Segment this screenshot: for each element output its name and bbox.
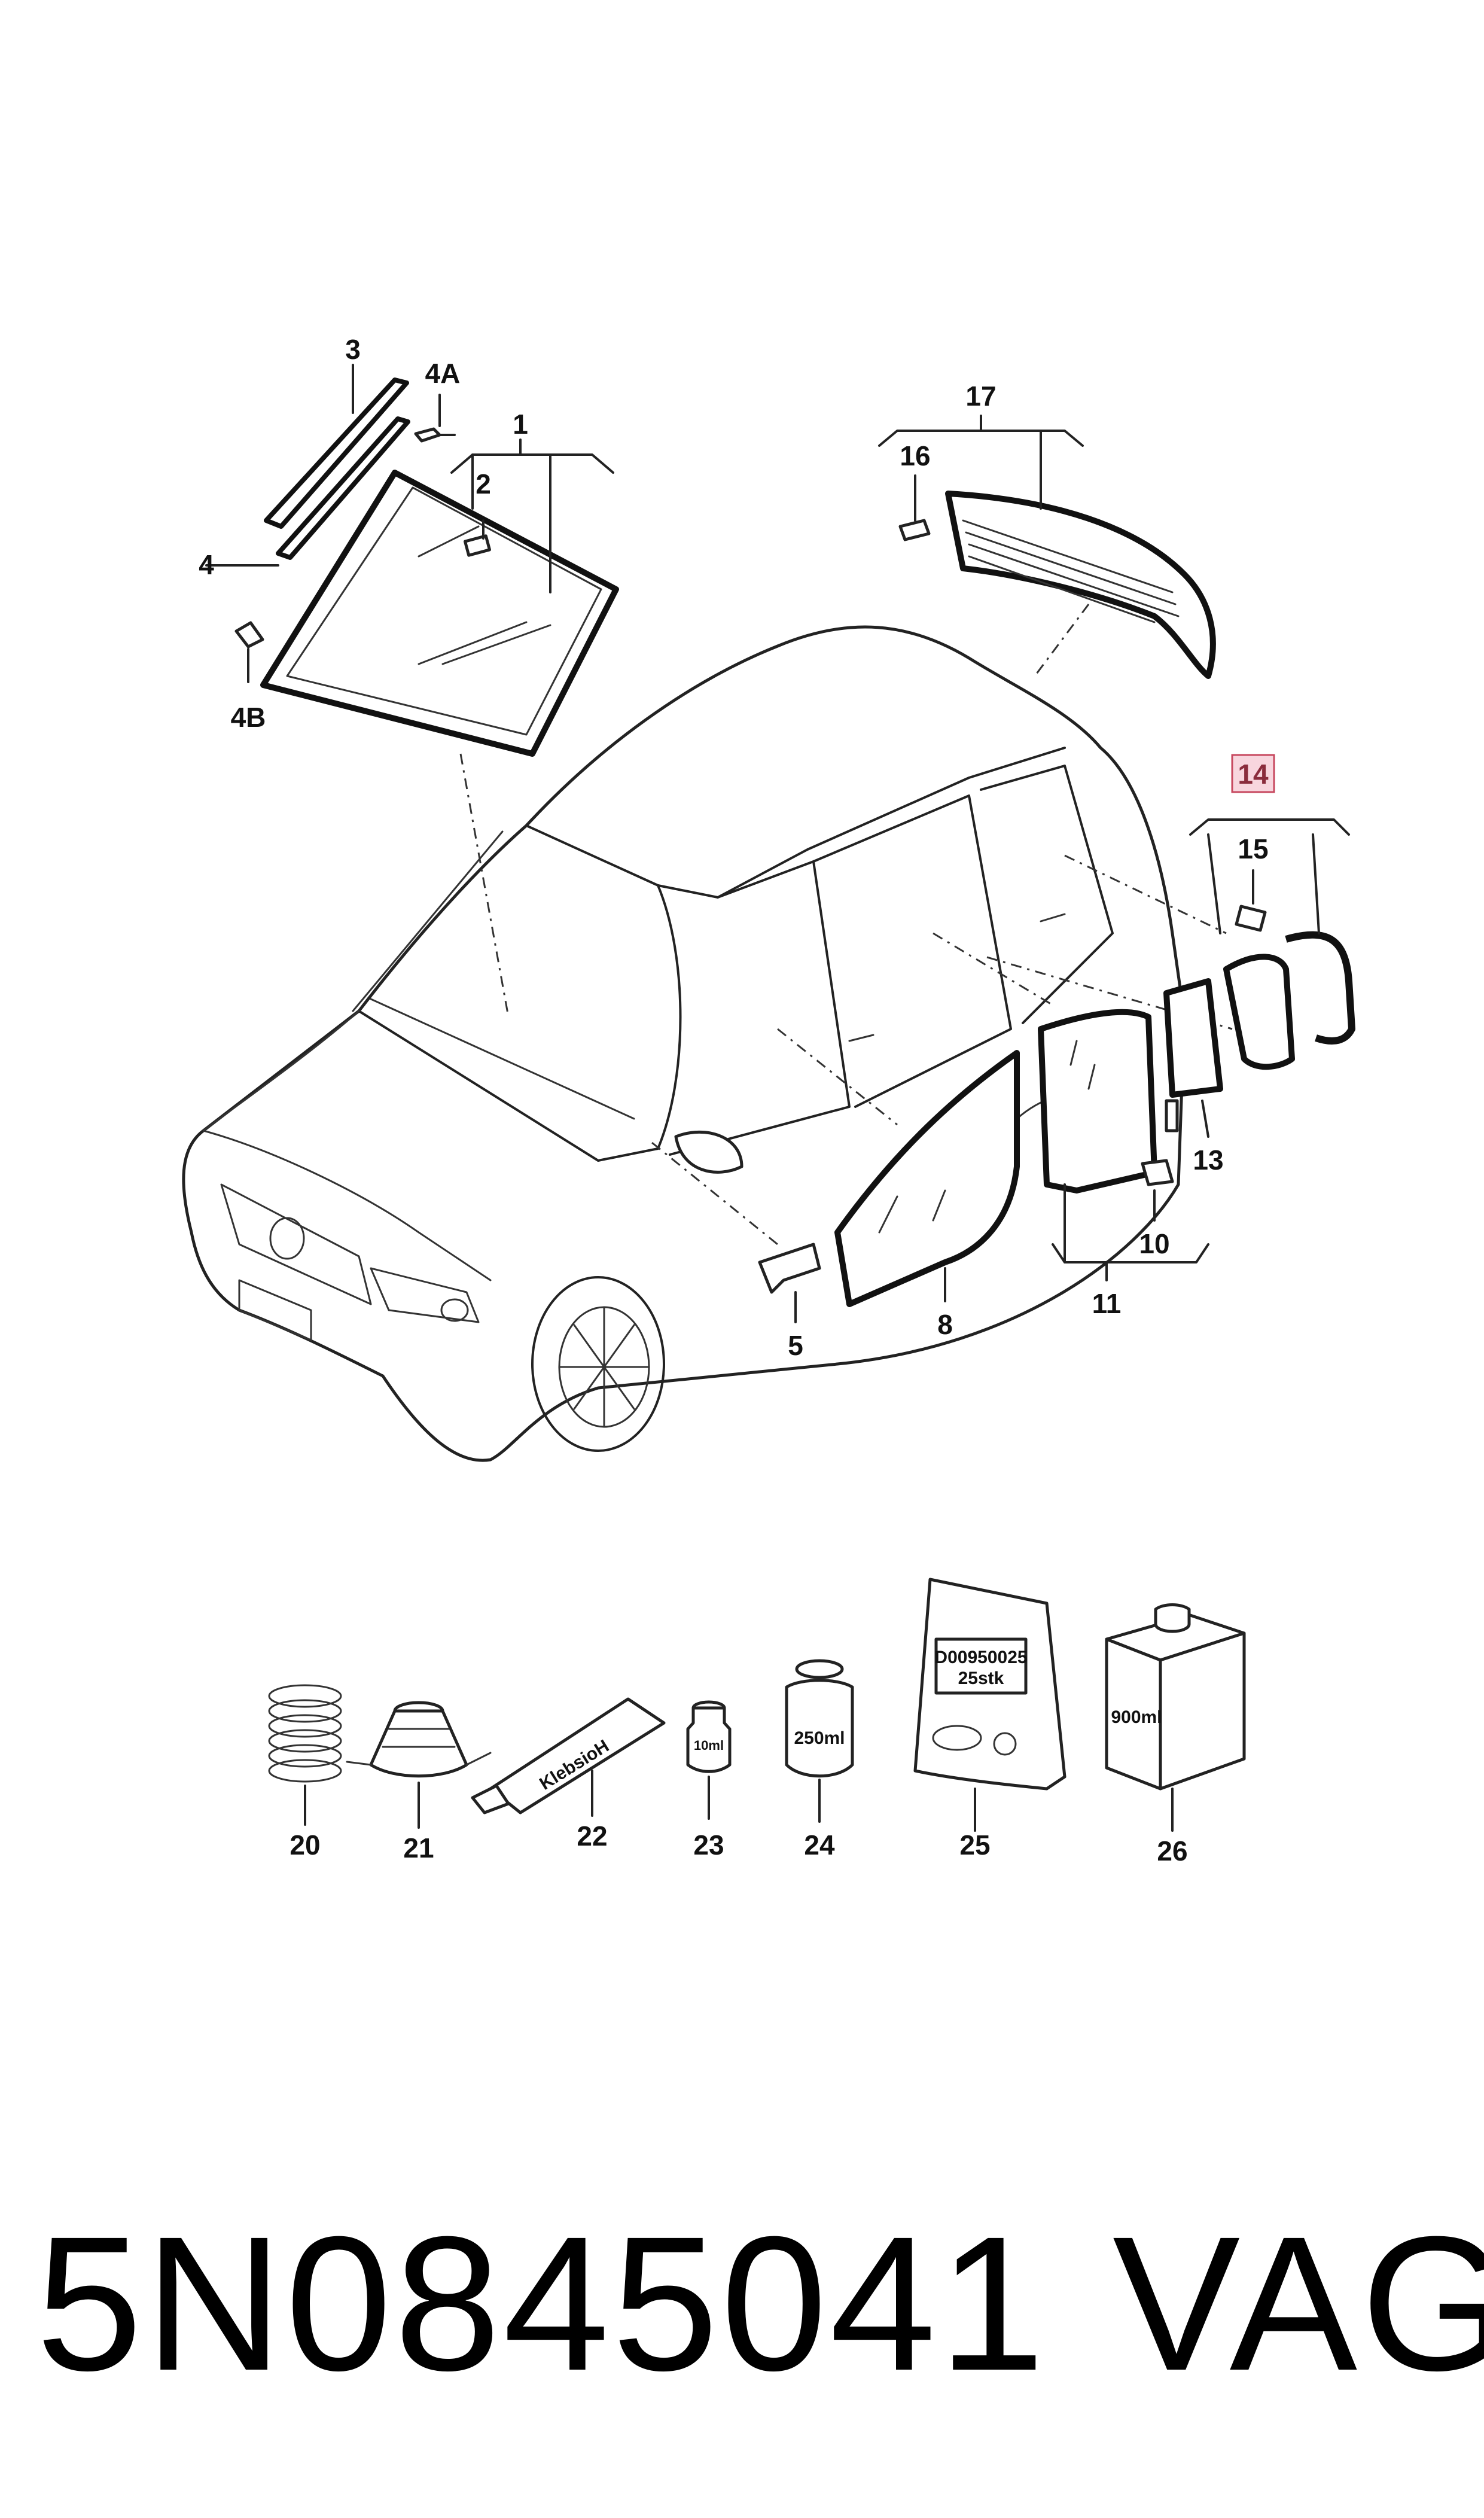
canister-label: 900ml bbox=[1111, 1707, 1162, 1727]
window-guide-5 bbox=[758, 1243, 821, 1294]
callout-20: 20 bbox=[290, 1829, 320, 1861]
sensor-pad-2 bbox=[464, 534, 491, 557]
callout-24: 24 bbox=[804, 1829, 835, 1861]
bottle-250ml-24: 250ml bbox=[785, 1659, 854, 1823]
callout-25: 25 bbox=[959, 1829, 990, 1861]
seal-clip bbox=[1165, 1099, 1179, 1132]
trim-strip-3 bbox=[264, 377, 409, 529]
mirror-icon bbox=[674, 1130, 743, 1174]
brand-text: VAG bbox=[1113, 2196, 1484, 2410]
clip-15 bbox=[1235, 905, 1267, 932]
callout-4b: 4B bbox=[231, 702, 266, 733]
callout-16: 16 bbox=[900, 440, 930, 471]
bag-qty-label: 25stk bbox=[958, 1668, 1004, 1688]
adhesive-tube-22: KlebsioH bbox=[471, 1697, 666, 1817]
quarter-glass bbox=[1163, 978, 1223, 1098]
part-16-clip bbox=[898, 519, 931, 541]
rear-quarter-seal bbox=[1285, 931, 1355, 1045]
callout-8: 8 bbox=[937, 1309, 953, 1340]
callout-14: 14 bbox=[1238, 759, 1269, 790]
front-wheel bbox=[531, 1276, 665, 1452]
windscreen-group: 3 4A 1 2 4 4B bbox=[199, 334, 619, 757]
parts-bag-25: D00950025 25stk bbox=[913, 1578, 1066, 1832]
wire-coil-20 bbox=[268, 1684, 342, 1826]
bottle-250ml-label: 250ml bbox=[794, 1728, 845, 1748]
bag-code-label: D00950025 bbox=[934, 1648, 1027, 1667]
callout-2: 2 bbox=[476, 468, 491, 500]
callout-23: 23 bbox=[693, 1829, 724, 1861]
callout-15: 15 bbox=[1238, 833, 1268, 864]
callout-10: 10 bbox=[1139, 1228, 1169, 1259]
clip-4a bbox=[414, 427, 441, 443]
callout-21: 21 bbox=[403, 1832, 434, 1864]
callout-5: 5 bbox=[788, 1330, 803, 1361]
cord-spool-21 bbox=[346, 1701, 492, 1829]
bottle-10ml-label: 10ml bbox=[694, 1738, 724, 1753]
small-bottle-23: 10ml bbox=[686, 1700, 732, 1820]
rear-window-group: 17 16 bbox=[878, 380, 1216, 679]
callout-3: 3 bbox=[345, 334, 361, 365]
callout-22: 22 bbox=[577, 1820, 607, 1852]
rear-quarter-glass bbox=[1223, 954, 1295, 1070]
callout-13: 13 bbox=[1193, 1144, 1223, 1176]
trim-strip-4 bbox=[276, 416, 410, 560]
callout-1: 1 bbox=[513, 409, 528, 440]
part-number-text: 5N0845041 bbox=[36, 2196, 1047, 2410]
callout-4: 4 bbox=[199, 549, 214, 580]
door-glass-group: 14 15 13 10 11 8 5 bbox=[758, 754, 1355, 1361]
callout-4a: 4A bbox=[425, 358, 461, 389]
callout-11: 11 bbox=[1092, 1288, 1122, 1319]
front-door-glass bbox=[834, 1050, 1020, 1307]
part-4b bbox=[234, 621, 264, 648]
accessories-row: KlebsioH 10ml 250ml D00950025 25stk bbox=[268, 1578, 1246, 1867]
callout-14-highlight bbox=[1231, 754, 1275, 793]
windscreen-glass bbox=[260, 470, 619, 757]
callout-17: 17 bbox=[965, 380, 996, 412]
callout-26: 26 bbox=[1157, 1835, 1187, 1867]
vehicle-outline bbox=[182, 625, 1186, 1462]
rear-door-glass bbox=[1038, 1009, 1157, 1193]
canister-26: 900ml bbox=[1105, 1603, 1246, 1832]
bolt-10 bbox=[1141, 1159, 1174, 1186]
badge-icon bbox=[269, 1217, 305, 1260]
rear-window-glass bbox=[945, 491, 1216, 679]
